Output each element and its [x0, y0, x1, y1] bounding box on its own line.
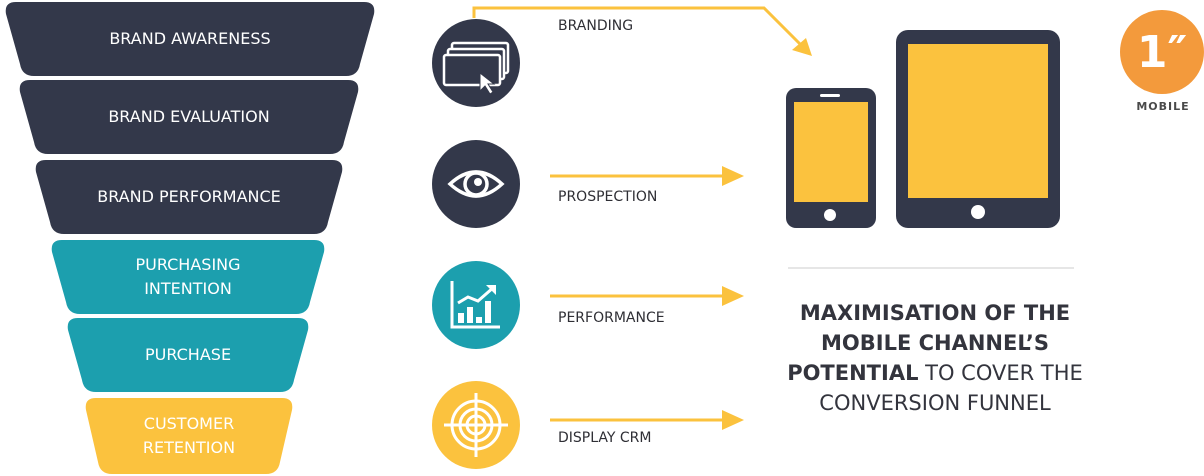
funnel-layer-3 — [35, 160, 343, 234]
funnel-layer-label: PURCHASE — [144, 345, 232, 364]
channel-label: PERFORMANCE — [558, 310, 665, 326]
channel-label: DISPLAY CRM — [558, 430, 652, 446]
funnel-layer-label: PURCHASING INTENTION — [135, 255, 241, 298]
funnel-layer-4 — [51, 240, 325, 314]
funnel-layer-label: BRAND AWARENESS — [109, 29, 271, 48]
brand-logo-word: MOBILE — [1136, 100, 1190, 113]
channel-label: PROSPECTION — [558, 189, 658, 205]
headline: MAXIMISATION OF THE MOBILE CHANNEL’S POT… — [780, 298, 1090, 418]
target-icon — [432, 381, 520, 469]
funnel-layer-label: BRAND EVALUATION — [108, 107, 270, 126]
eye-icon — [432, 140, 520, 228]
arrow-branding — [472, 6, 808, 52]
brand-logo-circle — [1120, 10, 1204, 94]
smartphone-icon — [786, 88, 876, 228]
tablet-icon — [896, 30, 1060, 228]
funnel-layer-5 — [67, 318, 309, 392]
arrow-head — [722, 166, 744, 186]
arrow-branding-head — [792, 38, 812, 56]
browser-windows-icon — [432, 19, 520, 107]
arrow-head — [722, 286, 744, 306]
funnel-layer-label: BRAND PERFORMANCE — [97, 187, 281, 206]
funnel-layer-1 — [5, 2, 375, 76]
headline-regular: TO COVER THE CONVERSION FUNNEL — [819, 361, 1083, 415]
funnel-layer-6 — [85, 398, 293, 474]
growth-chart-icon — [432, 261, 520, 349]
channel-label: BRANDING — [558, 18, 634, 34]
funnel-layer-label: CUSTOMER RETENTION — [142, 414, 236, 457]
brand-logo-mark: 1″ — [1136, 26, 1188, 78]
arrow-head — [722, 410, 744, 430]
funnel-layer-2 — [19, 80, 359, 154]
headline-bold: MAXIMISATION OF THE MOBILE CHANNEL’S POT… — [787, 301, 1071, 385]
